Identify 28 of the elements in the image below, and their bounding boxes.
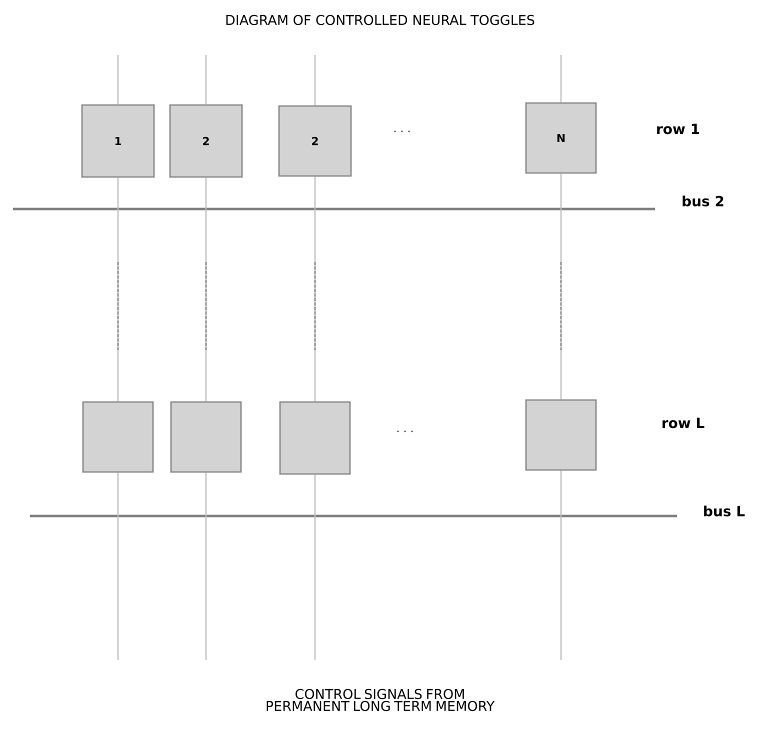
row-label: row L [662, 418, 704, 428]
ellipsis: · · · [397, 430, 413, 432]
wire [117, 178, 119, 402]
wire [117, 472, 119, 660]
toggle-box: 2 [169, 104, 243, 178]
wire [314, 176, 316, 402]
caption: CONTROL SIGNALS FROM PERMANENT LONG TERM MEMORY [266, 688, 495, 712]
wire [117, 55, 119, 104]
wire [560, 174, 562, 400]
wire [314, 55, 316, 106]
wire [314, 474, 316, 660]
toggle-box [279, 401, 351, 475]
wire [205, 178, 207, 402]
toggle-box: 2 [278, 105, 352, 177]
title: DIAGRAM OF CONTROLLED NEURAL TOGGLES [226, 14, 534, 26]
toggle-box [82, 401, 154, 473]
toggle-box: 1 [81, 104, 155, 178]
ellipsis: · · · [394, 130, 410, 132]
toggle-box [525, 399, 597, 471]
row-label: row 1 [657, 124, 700, 134]
wire [560, 470, 562, 660]
wire [205, 55, 207, 104]
bus-label: bus 2 [682, 196, 724, 206]
wire [560, 55, 562, 102]
toggle-box: N [525, 102, 597, 174]
toggle-box [170, 401, 242, 473]
wire [205, 472, 207, 660]
bus-label: bus L [704, 506, 745, 516]
